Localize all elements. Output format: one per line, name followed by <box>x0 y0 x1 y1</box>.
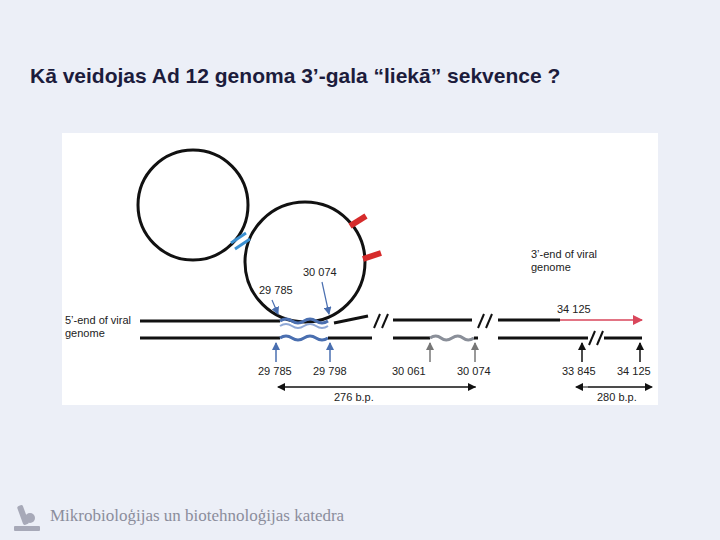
position-arrow <box>329 343 331 362</box>
red-mark <box>350 216 366 226</box>
position-number: 29 798 <box>313 365 347 378</box>
dna-strand <box>328 337 372 340</box>
break-line <box>589 331 595 345</box>
break-line <box>374 314 380 328</box>
repeat-wave <box>430 336 474 340</box>
callout-number: 29 785 <box>259 284 293 297</box>
dimension-line <box>576 387 646 388</box>
dna-strand <box>393 337 430 340</box>
dna-strand <box>498 319 560 322</box>
position-arrow <box>581 343 583 362</box>
dna-strand <box>140 337 280 340</box>
red-mark <box>363 253 381 259</box>
end-label: 3’-end of viral genome <box>531 248 619 273</box>
position-arrow <box>429 343 431 362</box>
position-number: 29 785 <box>258 365 292 378</box>
dimension-label: 280 b.p. <box>597 391 637 404</box>
position-number: 33 845 <box>562 365 596 378</box>
small-circle <box>138 150 248 260</box>
dna-strand <box>604 337 642 340</box>
break-line <box>478 314 484 328</box>
break-mark <box>374 314 603 345</box>
position-number: 30 061 <box>392 365 426 378</box>
position-arrow <box>639 343 641 362</box>
dna-strand <box>140 320 280 323</box>
dimension-label: 276 b.p. <box>334 391 374 404</box>
dna-strand <box>498 337 588 340</box>
repeat-wave <box>280 324 328 328</box>
leader-arrow <box>322 282 329 314</box>
position-arrow <box>275 343 277 362</box>
break-line <box>382 314 388 328</box>
break-line <box>486 314 492 328</box>
end-label: 5’-end of viral genome <box>65 314 139 339</box>
position-arrow <box>474 343 476 362</box>
logo-icon <box>14 505 40 531</box>
dna-strand <box>334 316 368 323</box>
repeat-wave <box>280 336 328 340</box>
footer-text: Mikrobioloģijas un biotehnoloģijas kated… <box>50 506 344 526</box>
dna-strand <box>474 337 478 340</box>
callout-number: 30 074 <box>303 266 337 279</box>
break-line <box>597 331 603 345</box>
repeat-wave <box>280 319 328 323</box>
dimension-line <box>278 387 476 388</box>
dna-strand <box>393 319 472 322</box>
large-circle <box>245 202 365 322</box>
logo-stage <box>25 513 35 523</box>
extension-arrow <box>560 319 642 321</box>
slide-title: Kā veidojas Ad 12 genoma 3’-gala “liekā”… <box>30 64 560 88</box>
junction-mark <box>235 239 250 249</box>
position-number: 30 074 <box>457 365 491 378</box>
picture-panel <box>62 133 658 405</box>
position-number: 34 125 <box>617 365 651 378</box>
leader-arrow <box>272 300 278 314</box>
logo-base <box>14 526 40 531</box>
callout-number: 34 125 <box>557 303 591 316</box>
